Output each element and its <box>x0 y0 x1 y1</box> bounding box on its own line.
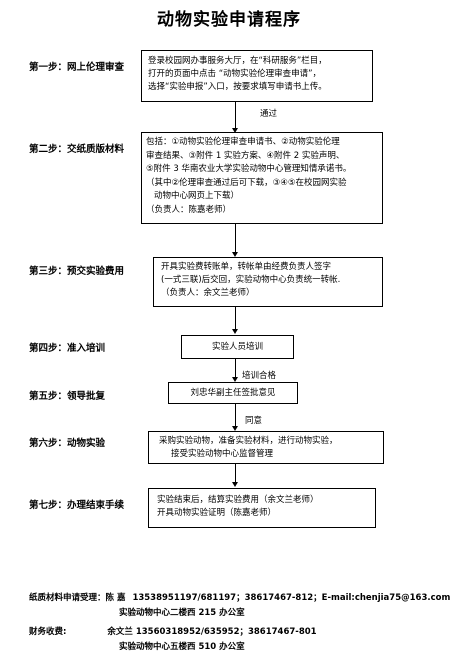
step-3-box: 开具实验费转账单，转帐单由经费负责人签字 (一式三联)后交回，实验动物中心负责统… <box>153 257 383 307</box>
note-approved: 同意 <box>245 416 263 426</box>
note-passed: 通过 <box>260 109 278 119</box>
connector-line <box>235 464 236 484</box>
step-5-line: 刘忠华副主任签批意见 <box>190 388 276 398</box>
step-2-box: 包括：①动物实验伦理审查申请书、②动物实验伦理 审查结果、③附件 1 实验方案、… <box>141 132 383 224</box>
step-1-label: 第一步：网上伦理审查 <box>29 62 125 73</box>
footer-finance-office: 实验动物中心五楼西 510 办公室 <box>119 642 245 652</box>
footer-finance-text: 余文兰 13560318952/635952；38617467-801 <box>107 627 317 637</box>
footer-contact-label: 纸质材料申请受理：陈 嘉 <box>29 593 126 603</box>
connector-line <box>235 102 236 130</box>
step-4-box: 实验人员培训 <box>181 335 294 359</box>
footer-contact-line: 纸质材料申请受理：陈 嘉 13538951197/681197；38617467… <box>29 591 450 603</box>
connector-line <box>235 359 236 379</box>
step-2-line: 动物中心网页上下载） <box>154 191 240 201</box>
step-6-box: 采购实验动物，准备实验材料，进行动物实验， 接受实验动物中心监督管理 <box>148 431 384 464</box>
step-7-line: 实验结束后，结算实验费用（余文兰老师） <box>157 495 319 505</box>
footer-office: 实验动物中心二楼西 215 办公室 <box>119 608 245 618</box>
step-3-label: 第三步：预交实验费用 <box>29 266 125 277</box>
footer-finance-label: 财务收费: <box>29 627 67 637</box>
step-4-label: 第四步：准入培训 <box>29 343 106 354</box>
arrow-down-icon <box>232 482 238 487</box>
step-4-line: 实验人员培训 <box>211 342 263 352</box>
step-2-line: （负责人：陈嘉老师） <box>146 204 232 215</box>
arrow-down-icon <box>232 128 238 133</box>
connector-line <box>235 224 236 254</box>
page-title: 动物实验申请程序 <box>157 10 301 30</box>
arrow-down-icon <box>232 329 238 334</box>
connector-line <box>235 404 236 428</box>
step-6-line: 接受实验动物中心监督管理 <box>171 449 274 459</box>
step-7-line: 开具动物实验证明（陈嘉老师） <box>157 508 277 518</box>
step-6-line: 采购实验动物，准备实验材料，进行动物实验， <box>159 436 338 446</box>
footer-finance-line: 财务收费: 余文兰 13560318952/635952；38617467-80… <box>29 625 317 637</box>
note-training-qualified: 培训合格 <box>242 371 277 381</box>
step-1-line: 登录校园网办事服务大厅，在“科研服务”栏目， <box>148 56 327 66</box>
step-5-label: 第五步：领导批复 <box>29 391 106 402</box>
step-2-line: 包括：①动物实验伦理审查申请书、②动物实验伦理 <box>146 137 340 147</box>
step-2-line: （其中②伦理审查通过后可下载，③④⑤在校园网实验 <box>146 177 347 188</box>
step-2-line: 审查结果、③附件 1 实验方案、④附件 2 实验声明、 <box>146 150 345 161</box>
step-1-line: 打开的页面中点击 “动物实验伦理审查申请”， <box>148 69 322 79</box>
step-3-line: （负责人：余文兰老师） <box>161 288 255 298</box>
step-7-label: 第七步：办理结束手续 <box>29 500 125 511</box>
step-3-line: 开具实验费转账单，转帐单由经费负责人签字 <box>161 262 332 272</box>
step-3-line: (一式三联)后交回，实验动物中心负责统一转帐. <box>161 275 341 285</box>
step-5-box: 刘忠华副主任签批意见 <box>168 382 298 404</box>
arrow-down-icon <box>232 426 238 431</box>
step-7-box: 实验结束后，结算实验费用（余文兰老师） 开具动物实验证明（陈嘉老师） <box>148 488 376 528</box>
footer-contact-text: 13538951197/681197；38617467-812；E-mail:c… <box>132 593 451 603</box>
step-1-line: 选择“实验申报”入口，按要求填写申请书上传。 <box>148 82 327 92</box>
arrow-down-icon <box>232 377 238 382</box>
step-1-box: 登录校园网办事服务大厅，在“科研服务”栏目， 打开的页面中点击 “动物实验伦理审… <box>141 50 373 102</box>
connector-line <box>235 307 236 331</box>
step-6-label: 第六步：动物实验 <box>29 438 106 449</box>
step-2-line: ⑤附件 3 华南农业大学实验动物中心管理知情承诺书。 <box>146 164 352 174</box>
step-2-label: 第二步：交纸质版材料 <box>29 144 125 155</box>
arrow-down-icon <box>232 252 238 257</box>
